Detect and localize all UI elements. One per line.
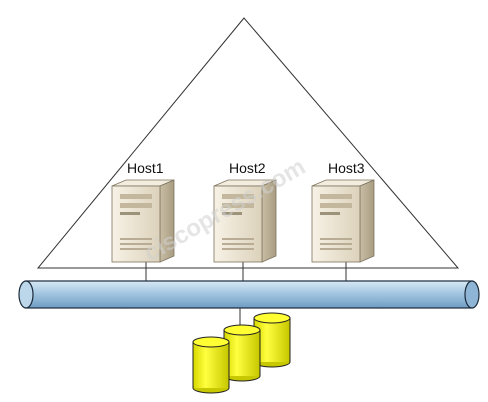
network-bus: [18, 280, 480, 309]
storage-cylinder-icon-1: [192, 336, 230, 394]
host2-label: Host2: [229, 160, 266, 176]
host1-label: Host1: [127, 160, 164, 176]
cluster-boundary-triangle: [36, 17, 460, 269]
host3-label: Host3: [328, 160, 365, 176]
host2-server-icon: [213, 179, 277, 263]
storage-cylinder-icon-2: [223, 324, 261, 382]
host3-server-icon: [311, 179, 375, 263]
host1-server-icon: [111, 179, 175, 263]
